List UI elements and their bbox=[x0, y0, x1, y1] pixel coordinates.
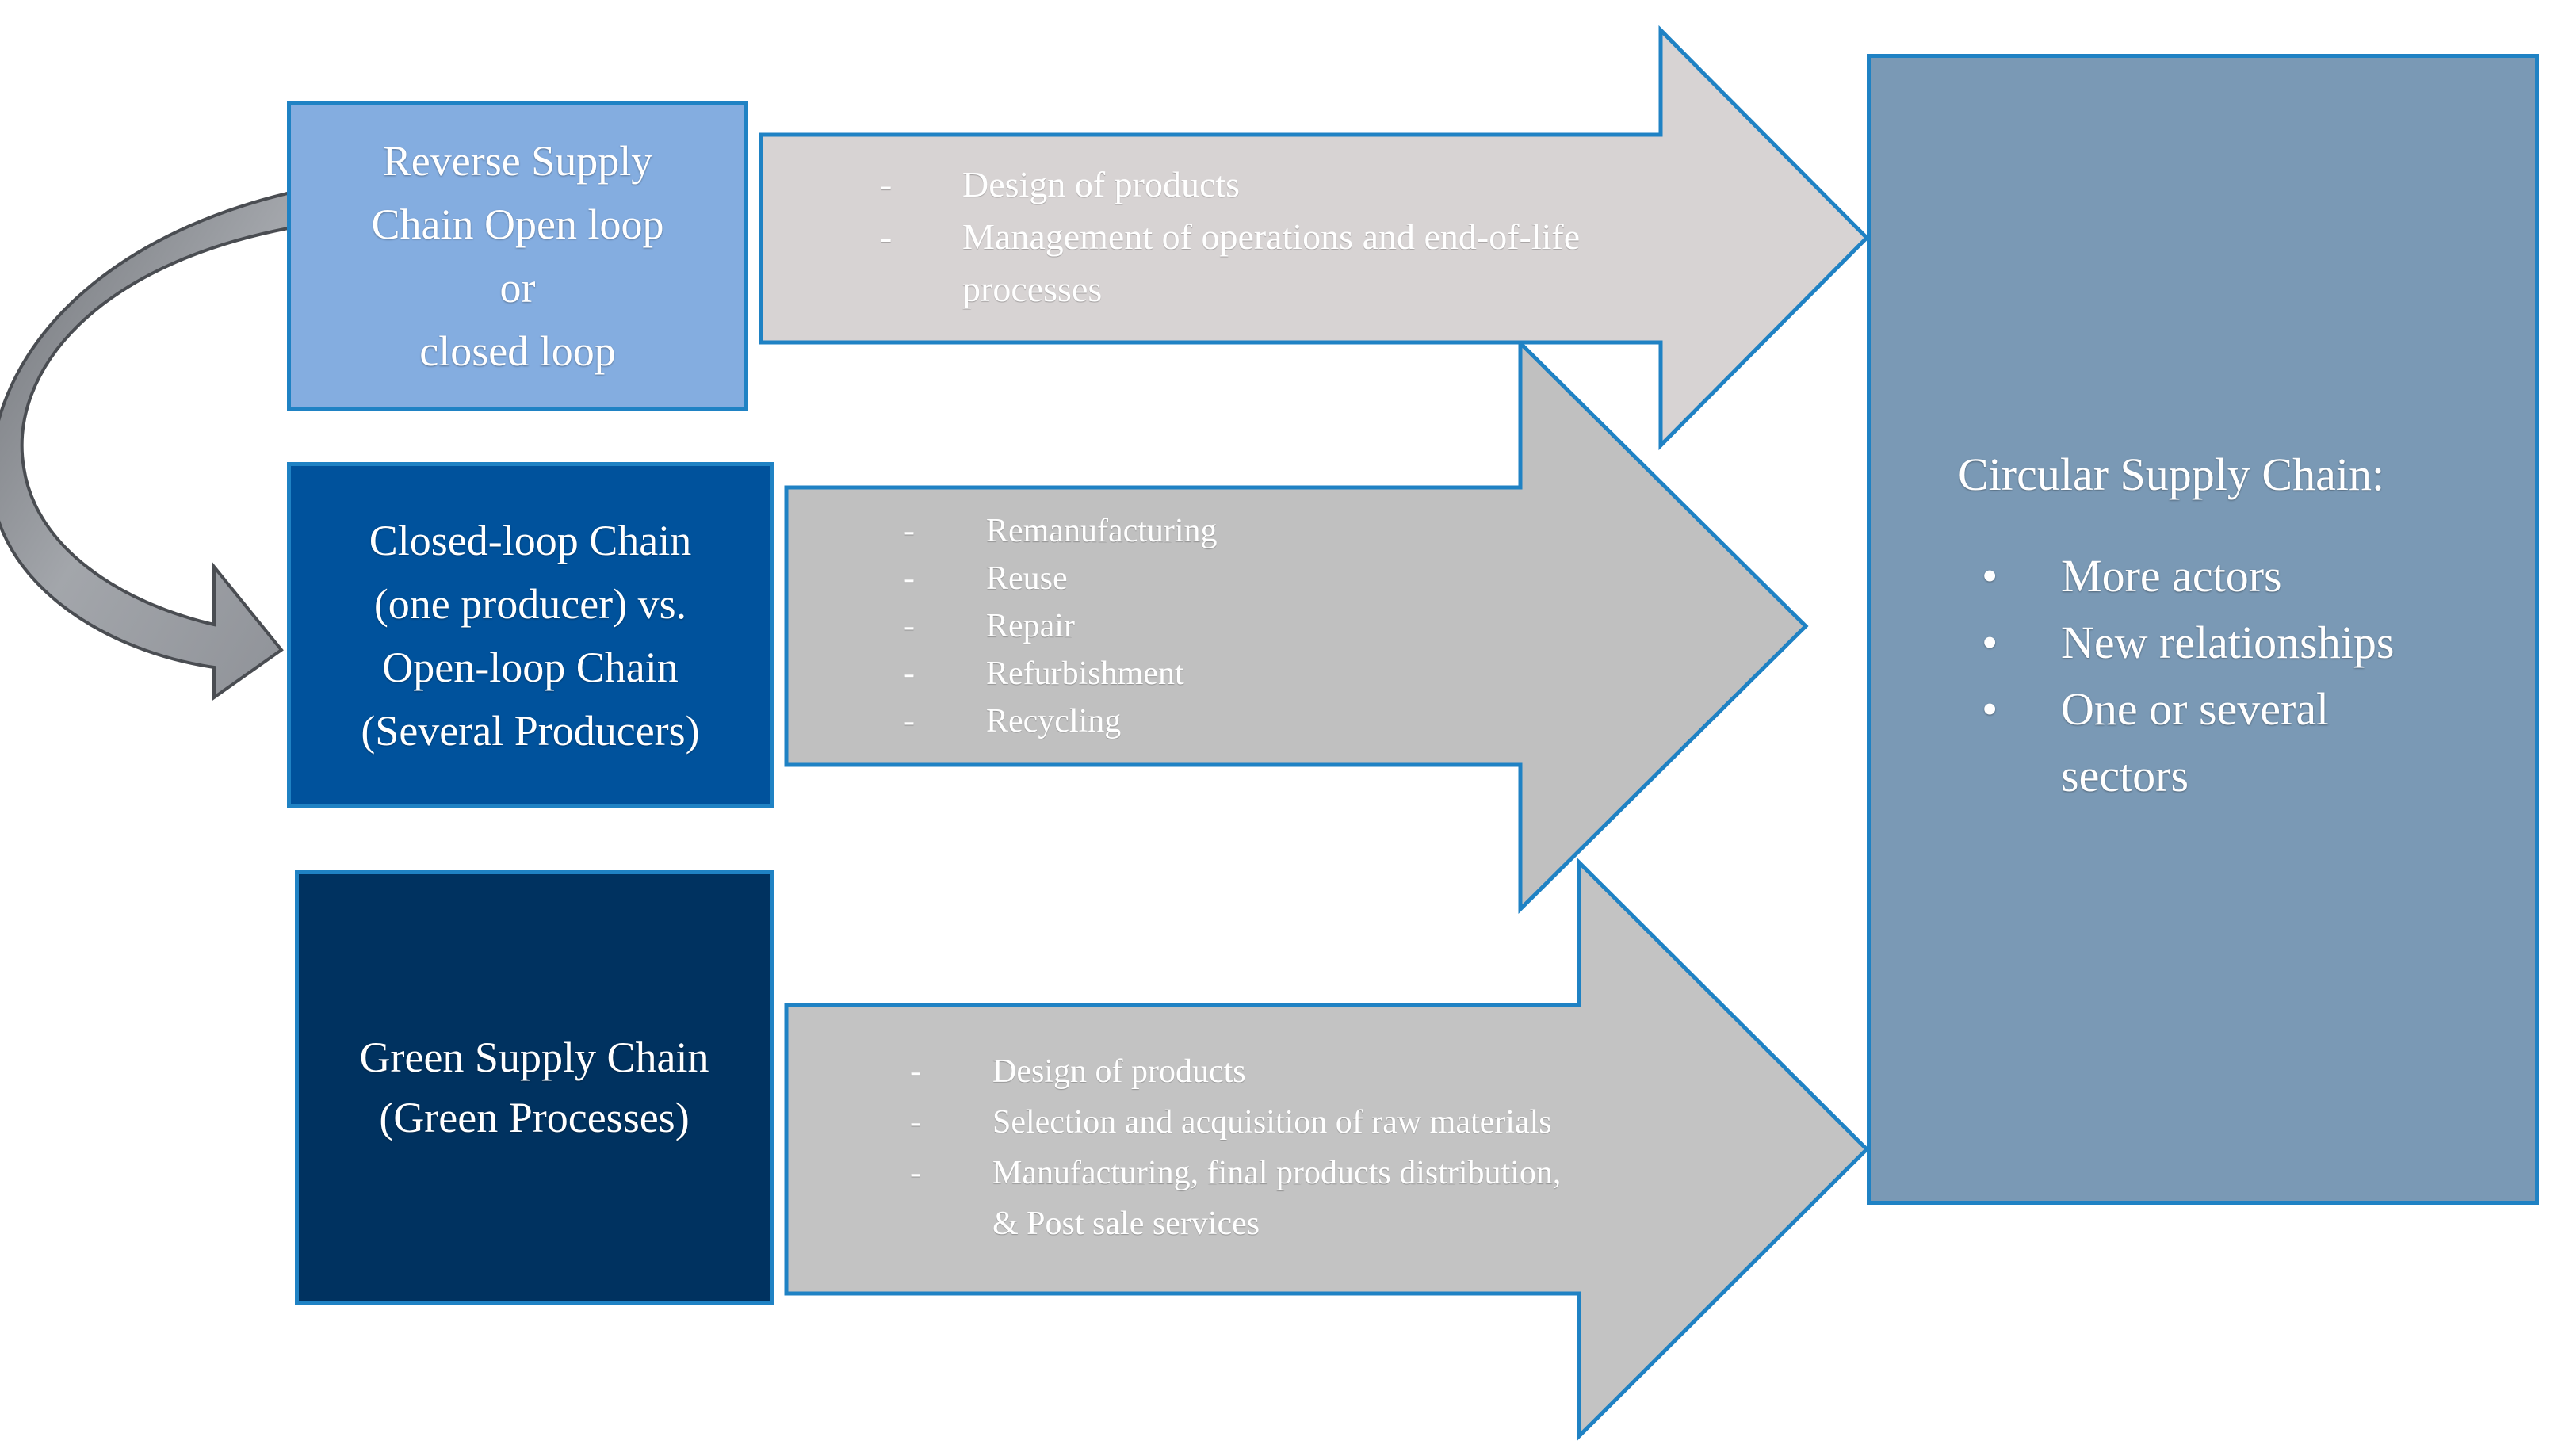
circular-box-title: Circular Supply Chain: bbox=[1958, 449, 2385, 500]
top-arrow-item: Design of products bbox=[880, 159, 1580, 211]
closed-box-line-3: Open-loop Chain bbox=[382, 643, 679, 691]
circular-list-item: More actors bbox=[1982, 543, 2394, 610]
circular-supply-chain-box: Circular Supply Chain: More actors New r… bbox=[1867, 54, 2539, 1205]
bottom-arrow-list: Design of products Selection and acquisi… bbox=[910, 1046, 1561, 1249]
closed-loop-chain-box: Closed-loop Chain (one producer) vs. Ope… bbox=[287, 462, 774, 808]
green-supply-chain-box: Green Supply Chain (Green Processes) bbox=[295, 870, 774, 1305]
green-box-line-1: Green Supply Chain bbox=[359, 1034, 709, 1081]
reverse-box-line-3: or bbox=[499, 264, 536, 311]
reverse-box-line-4: closed loop bbox=[419, 327, 616, 375]
bottom-arrow-item: Selection and acquisition of raw materia… bbox=[910, 1097, 1561, 1148]
green-box-line-2: (Green Processes) bbox=[379, 1094, 690, 1141]
circular-list-item: One or several bbox=[1982, 676, 2394, 743]
middle-arrow-item: Reuse bbox=[904, 555, 1218, 602]
reverse-box-line-1: Reverse Supply bbox=[382, 137, 653, 185]
bottom-arrow-item: Design of products bbox=[910, 1046, 1561, 1097]
reverse-supply-chain-box: Reverse Supply Chain Open loop or closed… bbox=[287, 101, 748, 411]
top-arrow-list: Design of products Management of operati… bbox=[880, 159, 1580, 315]
reverse-box-line-2: Chain Open loop bbox=[371, 201, 664, 248]
middle-arrow-item: Repair bbox=[904, 602, 1218, 650]
curved-arrow-icon bbox=[0, 188, 303, 701]
top-arrow-item: Management of operations and end-of-life bbox=[880, 211, 1580, 263]
circular-list-item-continuation: sectors bbox=[2061, 750, 2189, 801]
bottom-arrow-item-continuation: & Post sale services bbox=[992, 1206, 1260, 1242]
arrow-middle-shape bbox=[784, 338, 1809, 914]
middle-arrow-item: Refurbishment bbox=[904, 650, 1218, 697]
bottom-arrow-item: Manufacturing, final products distributi… bbox=[910, 1148, 1561, 1198]
closed-box-line-4: (Several Producers) bbox=[361, 706, 700, 755]
closed-box-line-2: (one producer) vs. bbox=[373, 579, 687, 628]
circular-list-item: New relationships bbox=[1982, 610, 2394, 676]
middle-arrow-list: Remanufacturing Reuse Repair Refurbishme… bbox=[904, 507, 1218, 745]
middle-arrow-item: Remanufacturing bbox=[904, 507, 1218, 555]
circular-box-list: More actors New relationships One or sev… bbox=[1982, 543, 2394, 809]
closed-box-line-1: Closed-loop Chain bbox=[369, 516, 692, 564]
middle-arrow-item: Recycling bbox=[904, 697, 1218, 745]
top-arrow-item-continuation: processes bbox=[962, 269, 1103, 309]
